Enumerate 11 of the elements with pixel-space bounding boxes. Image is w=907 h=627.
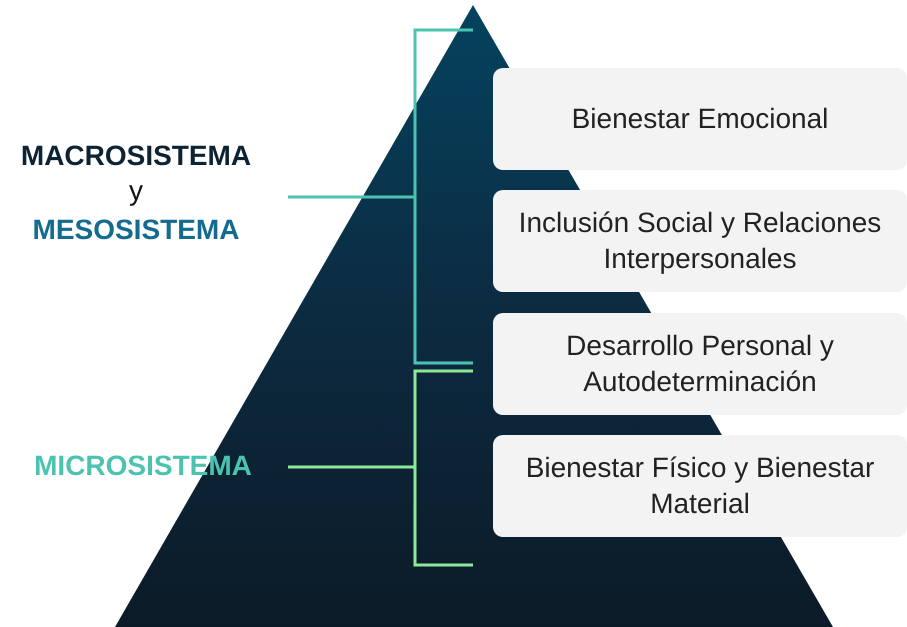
level-label: y bbox=[129, 175, 143, 207]
level-text: Desarrollo Personal y Autodeterminación bbox=[565, 329, 835, 399]
level-text: Bienestar Emocional bbox=[572, 102, 828, 136]
level-box bbox=[493, 435, 907, 537]
level-text: Bienestar Físico y Bienestar Material bbox=[524, 451, 876, 521]
level-text: Inclusión Social y Relaciones Interpersonales bbox=[518, 206, 882, 276]
level-label: MACROSISTEMA bbox=[20, 140, 252, 172]
level-box bbox=[493, 313, 907, 415]
level-box bbox=[493, 68, 907, 170]
level-box bbox=[493, 190, 907, 292]
level-label: MESOSISTEMA bbox=[32, 214, 240, 246]
